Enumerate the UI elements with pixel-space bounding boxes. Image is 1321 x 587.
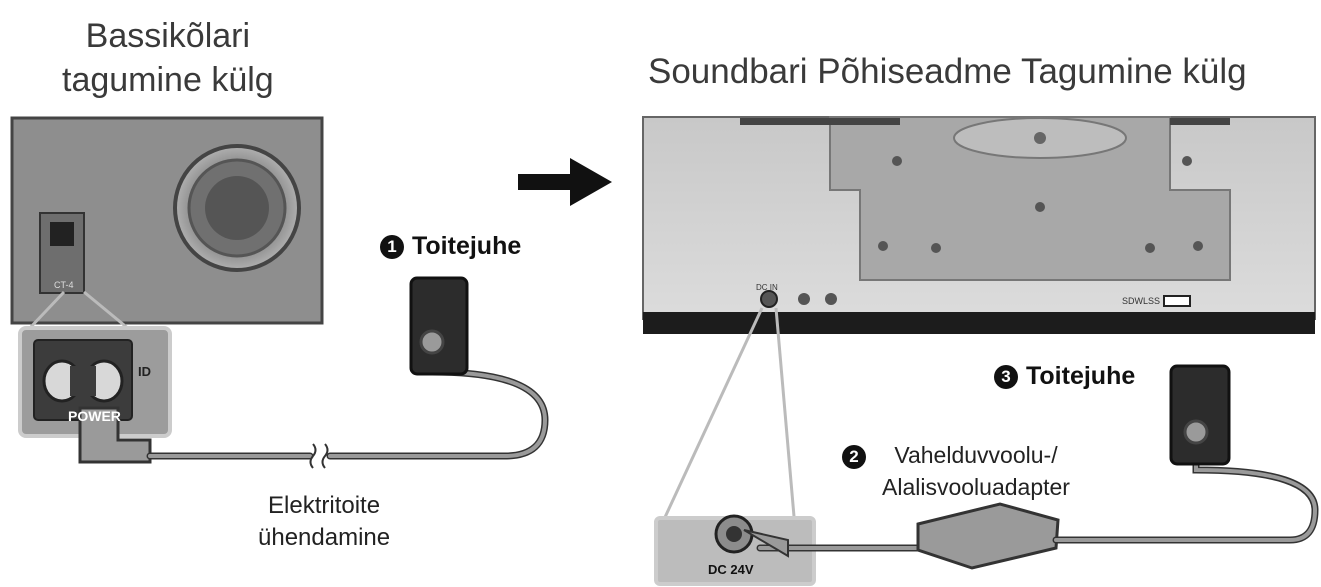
callout-2-text-line2: Alalisvooluadapter	[882, 474, 1070, 500]
power-socket-zoom	[18, 326, 172, 438]
subwoofer-tiny-label: CT-4	[54, 280, 74, 290]
callout-3: 3 Toitejuhe	[994, 362, 1135, 391]
dc-in-small-label: DC IN	[756, 283, 778, 292]
callout-2-text-line1: Vahelduvvoolu-/	[894, 442, 1058, 468]
callout-2-number: 2	[842, 445, 866, 469]
subwoofer-back-title: Bassikõlari tagumine külg	[62, 14, 274, 102]
arrow-icon	[518, 158, 612, 206]
callout-2: 2 Vahelduvvoolu-/ Alalisvooluadapter	[842, 439, 1070, 503]
sdwlss-label: SDWLSS	[1122, 296, 1161, 306]
wall-outlet-3	[1169, 364, 1231, 466]
id-label: ID	[138, 364, 151, 379]
callout-3-text: Toitejuhe	[1026, 362, 1136, 390]
dc-jack-zoom	[654, 514, 816, 586]
power-plug-left	[78, 406, 152, 464]
connection-label-line2: ühendamine	[258, 524, 391, 551]
callout-1: 1 Toitejuhe	[380, 232, 521, 261]
subwoofer-back-title-line2: tagumine külg	[62, 61, 274, 99]
callout-1-text: Toitejuhe	[412, 232, 522, 260]
wall-outlet-1	[409, 276, 469, 376]
connection-label: Elektritoite ühendamine	[258, 490, 390, 554]
soundbar-back-panel	[642, 116, 1316, 334]
subwoofer-back-title-line1: Bassikõlari	[85, 17, 251, 55]
soundbar-back-title: Soundbari Põhiseadme Tagumine külg	[648, 52, 1247, 91]
callout-3-number: 3	[994, 364, 1018, 389]
subwoofer-back-panel	[10, 116, 324, 325]
dc-24v-label: DC 24V	[708, 562, 754, 577]
connection-label-line1: Elektritoite	[268, 492, 381, 519]
ac-dc-adapter	[916, 502, 1060, 570]
power-cable-left	[146, 338, 549, 460]
callout-1-number: 1	[380, 234, 404, 259]
power-port-label: POWER	[68, 408, 121, 424]
